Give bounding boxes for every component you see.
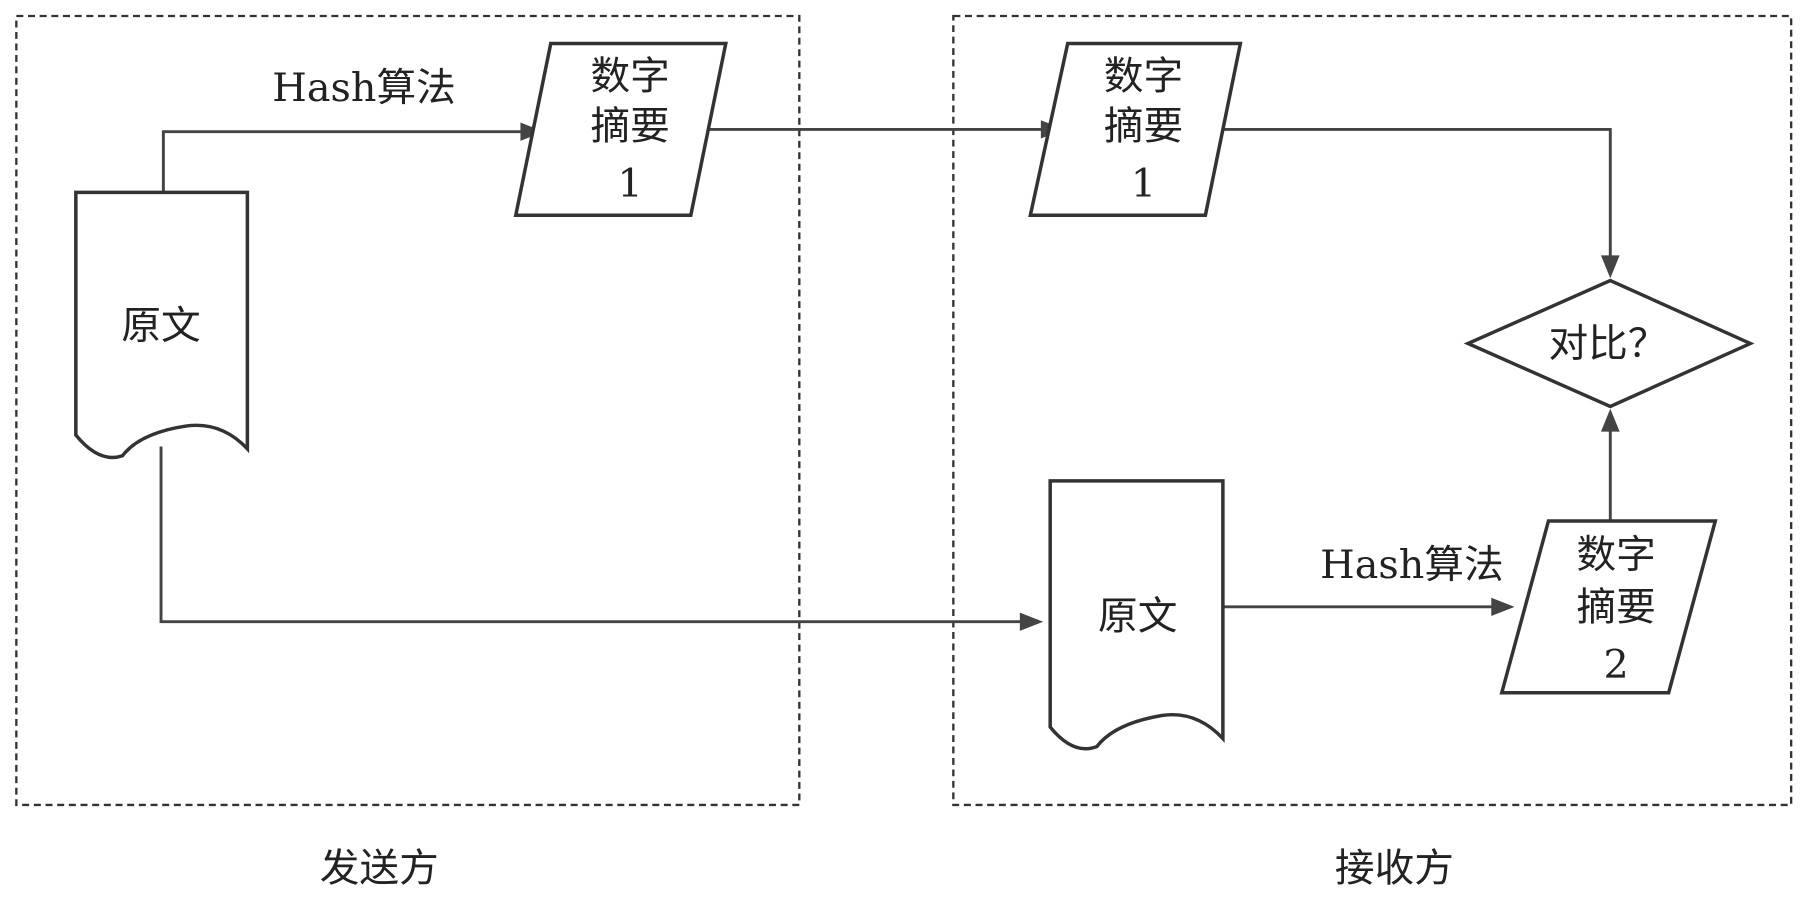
receiver-label: 接收方 bbox=[1335, 847, 1454, 892]
receiver-digest2-line1: 数字 bbox=[1576, 533, 1655, 578]
connector-transmit-document bbox=[159, 446, 1025, 624]
connector-digest1-compare bbox=[1206, 127, 1612, 259]
compare-label: 对比？ bbox=[1548, 323, 1667, 368]
arrowhead bbox=[1019, 612, 1044, 631]
sender-digest-line1: 数字 bbox=[590, 55, 669, 100]
sender-digest-line3: 1 bbox=[617, 162, 642, 207]
receiver-digest1-line1: 数字 bbox=[1104, 55, 1183, 100]
sender-document-label: 原文 bbox=[121, 304, 200, 349]
sender-label: 发送方 bbox=[320, 847, 439, 892]
receiver-digest1-line2: 摘要 bbox=[1104, 105, 1183, 150]
arrowhead bbox=[1491, 597, 1515, 617]
receiver-digest1-shape bbox=[1028, 41, 1243, 217]
compare-diamond bbox=[1463, 278, 1755, 409]
hash-label-receiver: Hash算法 bbox=[1320, 544, 1503, 589]
sender-group-box bbox=[15, 14, 801, 807]
receiver-digest1-line3: 1 bbox=[1131, 162, 1156, 207]
sender-digest-shape bbox=[513, 41, 728, 217]
hash-label-sender: Hash算法 bbox=[272, 66, 455, 111]
sender-document-shape bbox=[74, 190, 250, 460]
receiver-digest2-shape bbox=[1499, 519, 1718, 695]
sender-digest-line2: 摘要 bbox=[590, 105, 669, 150]
receiver-digest2-line2: 摘要 bbox=[1576, 586, 1655, 631]
arrowhead bbox=[1600, 408, 1620, 432]
arrowhead bbox=[1600, 255, 1620, 279]
receiver-group-box bbox=[952, 14, 1793, 807]
receiver-document-shape bbox=[1048, 479, 1225, 751]
connector-hash-sender bbox=[161, 130, 526, 193]
receiver-digest2-line3: 2 bbox=[1604, 643, 1629, 688]
receiver-document-label: 原文 bbox=[1098, 595, 1177, 640]
